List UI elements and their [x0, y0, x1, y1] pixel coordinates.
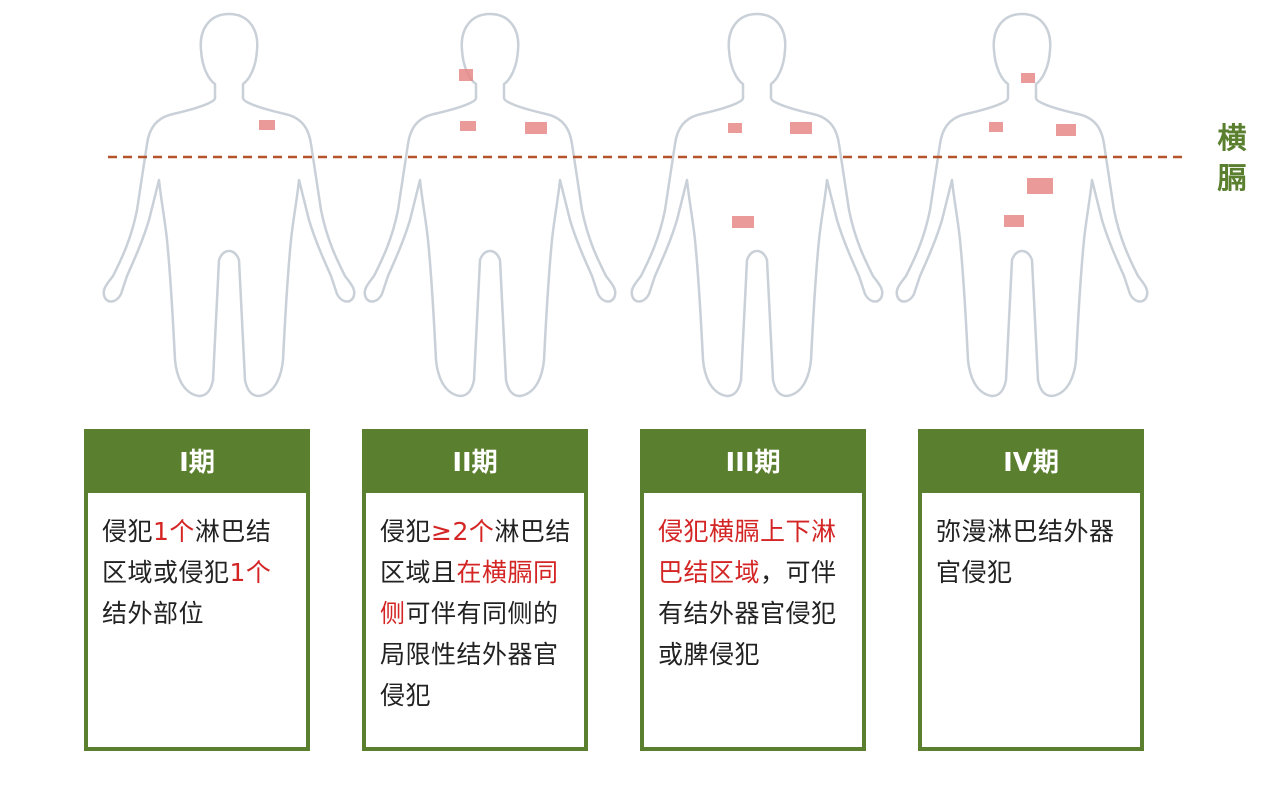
highlight-text: 在横膈同侧: [380, 558, 559, 628]
body-outline: [895, 12, 1149, 398]
lesion-marker: [790, 122, 812, 134]
stage-2-title: II期: [366, 433, 584, 493]
description-text: 侵犯: [380, 517, 432, 546]
stage-1-description: 侵犯1个淋巴结区域或侵犯1个结外部位: [88, 493, 306, 634]
lesion-marker: [728, 123, 742, 133]
stage-3-figure: [630, 12, 884, 398]
stage-4-figure: [895, 12, 1149, 398]
lesion-marker: [259, 120, 275, 130]
stage-1-card: I期 侵犯1个淋巴结区域或侵犯1个结外部位: [84, 429, 310, 751]
body-figures-area: 横膈: [0, 0, 1280, 400]
diaphragm-label: 横膈: [1217, 121, 1247, 195]
stage-1-title: I期: [88, 433, 306, 493]
body-figures-svg: [102, 12, 1188, 398]
highlight-text: ≥2个: [431, 517, 495, 546]
lesion-marker: [1027, 178, 1053, 194]
stage-2-description: 侵犯≥2个淋巴结区域且在横膈同侧可伴有同侧的局限性结外器官侵犯: [366, 493, 584, 716]
highlight-text: 侵犯横膈上下淋巴结区域: [658, 517, 837, 587]
stage-3-description: 侵犯横膈上下淋巴结区域，可伴有结外器官侵犯或脾侵犯: [644, 493, 862, 675]
stage-3-title: III期: [644, 433, 862, 493]
description-text: 淋巴结区域或侵犯: [102, 517, 272, 587]
lesion-marker: [989, 122, 1003, 132]
stage-1-figure: [102, 12, 356, 398]
lesion-marker: [459, 69, 473, 81]
description-text: 结外部位: [102, 599, 205, 628]
lesion-marker: [1004, 215, 1024, 227]
description-text: 可伴有同侧的局限性结外器官侵犯: [380, 599, 559, 710]
highlight-text: 1个: [153, 517, 195, 546]
description-text: ，可伴有结外器官侵犯或脾侵犯: [658, 558, 837, 669]
description-text: 侵犯: [102, 517, 154, 546]
stage-4-title: IV期: [922, 433, 1140, 493]
body-outline: [102, 12, 356, 398]
stage-4-description: 弥漫淋巴结外器官侵犯: [922, 493, 1140, 593]
highlight-text: 1个: [229, 558, 272, 587]
stage-4-card: IV期 弥漫淋巴结外器官侵犯: [918, 429, 1144, 751]
lesion-marker: [1056, 124, 1076, 136]
body-outline: [630, 12, 884, 398]
stage-2-figure: [363, 12, 617, 398]
description-text: 淋巴结区域且: [380, 517, 571, 587]
lesion-marker: [460, 121, 476, 131]
stage-3-card: III期 侵犯横膈上下淋巴结区域，可伴有结外器官侵犯或脾侵犯: [640, 429, 866, 751]
lesion-marker: [732, 216, 754, 228]
body-outline: [363, 12, 617, 398]
lesion-marker: [1021, 73, 1035, 83]
description-text: 弥漫淋巴结外器官侵犯: [936, 517, 1115, 587]
stage-2-card: II期 侵犯≥2个淋巴结区域且在横膈同侧可伴有同侧的局限性结外器官侵犯: [362, 429, 588, 751]
lesion-marker: [525, 122, 547, 134]
